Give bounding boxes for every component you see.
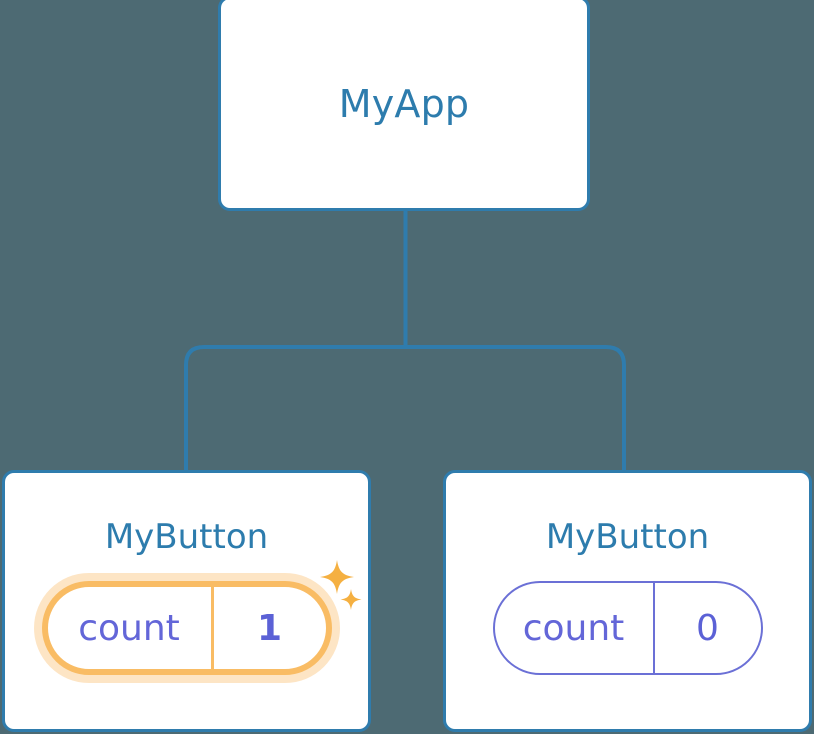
state-pill-divider-left bbox=[210, 587, 214, 669]
node-title-mybutton-left: MyButton bbox=[104, 517, 269, 557]
node-title-myapp: MyApp bbox=[338, 81, 470, 126]
state-pill-wrap-left: count 1 bbox=[5, 581, 368, 675]
state-pill-plain[interactable]: count 0 bbox=[492, 581, 763, 675]
node-card-mybutton-right[interactable]: MyButton count 0 bbox=[443, 470, 812, 732]
state-pill-highlighted[interactable]: count 1 bbox=[41, 581, 332, 675]
state-pill-label-left: count bbox=[78, 607, 180, 649]
connector-branch-bus bbox=[184, 345, 626, 470]
state-pill-label-right: count bbox=[522, 607, 625, 649]
node-card-mybutton-left[interactable]: MyButton count 1 bbox=[2, 470, 371, 732]
state-pill-wrap-right: count 0 bbox=[446, 581, 809, 675]
state-pill-value-right: 0 bbox=[696, 607, 719, 649]
state-pill-divider-right bbox=[652, 583, 655, 673]
node-card-myapp[interactable]: MyApp bbox=[218, 0, 590, 211]
state-pill-value-left: 1 bbox=[256, 607, 283, 649]
node-title-mybutton-right: MyButton bbox=[545, 517, 710, 557]
